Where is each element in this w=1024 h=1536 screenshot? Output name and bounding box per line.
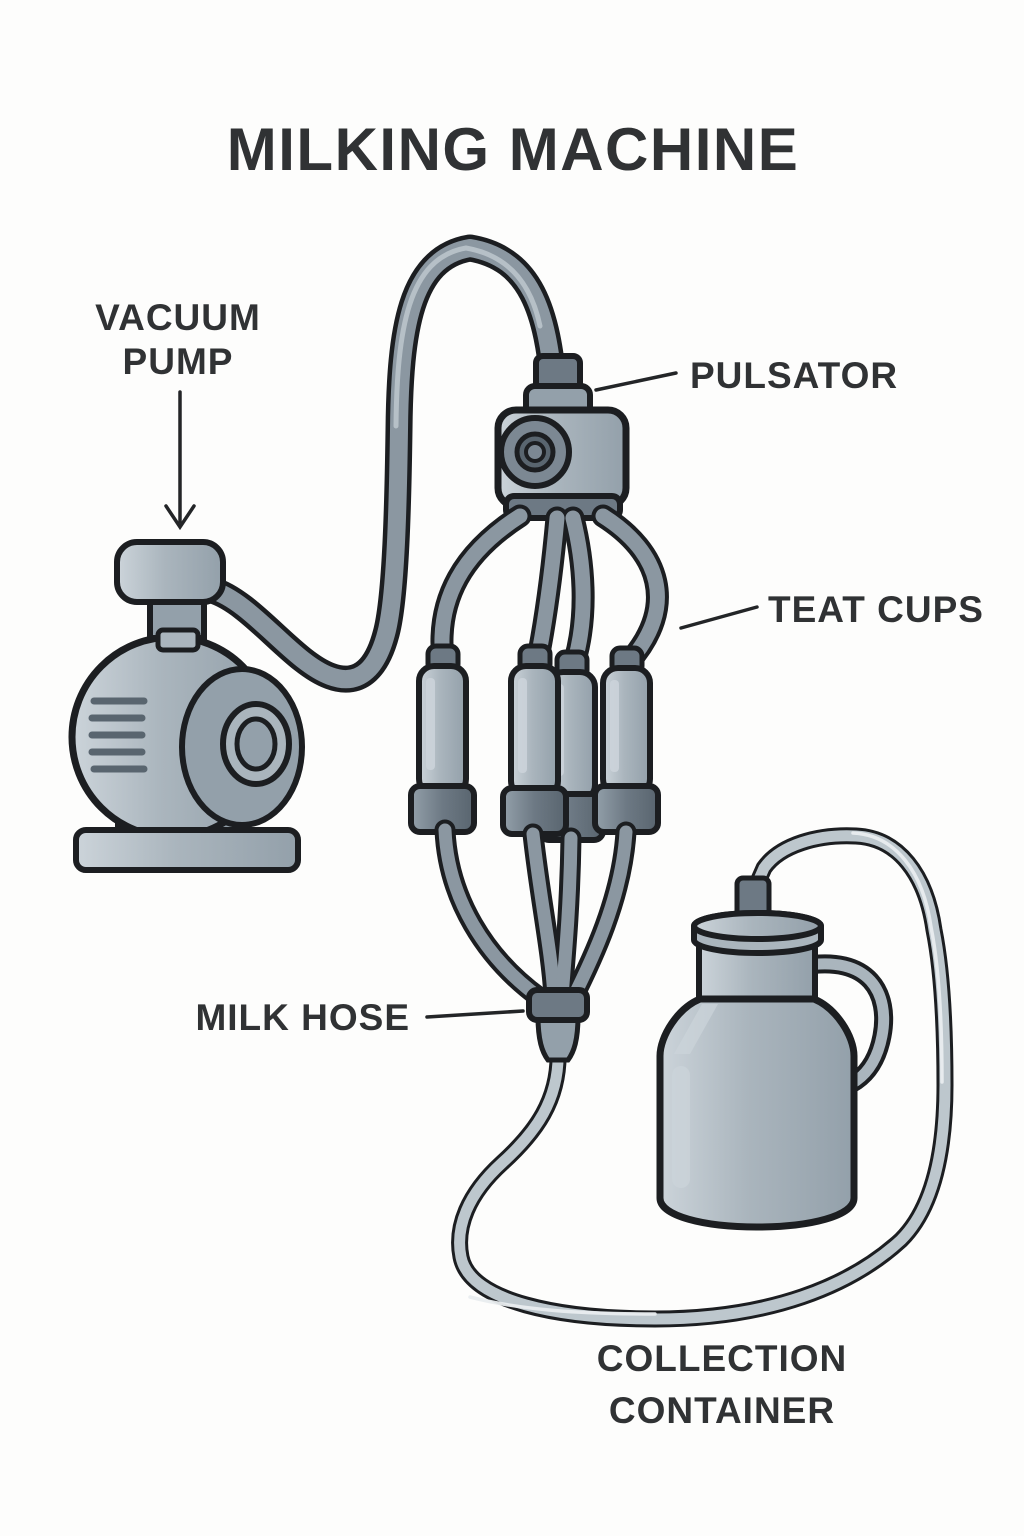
pulsator-illustration xyxy=(494,353,630,521)
svg-text:VACUUM: VACUUM xyxy=(95,297,261,338)
label-pulsator: PULSATOR xyxy=(690,355,898,396)
pump-vents xyxy=(88,697,148,773)
junction-collar xyxy=(526,987,590,1023)
pump-snout-hole xyxy=(234,716,278,772)
teat-cup xyxy=(592,645,661,835)
leader-line-milk-hose xyxy=(425,1009,525,1019)
junction-boot xyxy=(535,1013,581,1063)
container-body xyxy=(656,995,858,1231)
svg-text:PUMP: PUMP xyxy=(123,341,234,382)
leader-line-teat-cups xyxy=(679,605,759,630)
vacuum-pump-illustration xyxy=(68,633,305,873)
svg-text:COLLECTION: COLLECTION xyxy=(597,1338,847,1379)
container-lid-top xyxy=(691,910,824,942)
teat-cup-highlight xyxy=(610,680,619,772)
label-teat-cups: TEAT CUPS xyxy=(768,589,984,630)
teat-cup xyxy=(408,643,477,835)
label-milk-hose: MILK HOSE xyxy=(195,997,410,1038)
label-vacuum-pump: VACUUM PUMP xyxy=(95,297,261,382)
vacuum-hose xyxy=(198,234,568,693)
label-collection-container: COLLECTION CONTAINER xyxy=(597,1338,847,1431)
milk-hose-tube xyxy=(451,827,954,1328)
pulsator-dial-center xyxy=(524,441,546,463)
collection-container-illustration xyxy=(656,875,894,1231)
pulsator-tubes xyxy=(430,504,669,674)
pump-cap-top xyxy=(114,539,226,605)
container-body-highlight xyxy=(672,1066,690,1188)
milk-hose-junction xyxy=(526,987,590,1063)
pump-neck-collar xyxy=(155,627,201,653)
vacuum-pump-arrow xyxy=(164,390,196,531)
teat-cup-highlight xyxy=(426,678,435,770)
svg-text:CONTAINER: CONTAINER xyxy=(609,1390,835,1431)
leader-line-pulsator xyxy=(594,371,678,392)
teat-cup-highlight xyxy=(518,678,527,773)
pump-base xyxy=(73,827,301,873)
pump-cap xyxy=(114,539,226,653)
teat-cup xyxy=(500,643,569,837)
page-title: MILKING MACHINE xyxy=(227,116,799,183)
container-shoulder-highlight xyxy=(674,1004,718,1054)
cup-stub-hoses xyxy=(434,819,637,1011)
